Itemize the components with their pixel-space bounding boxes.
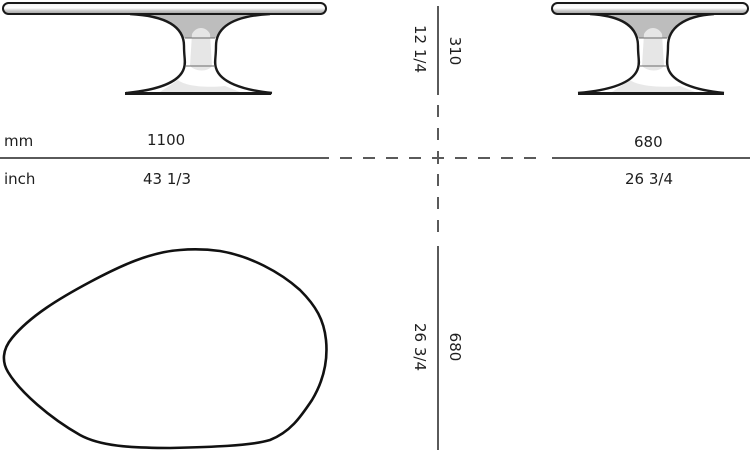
front-length-mm: 1100	[147, 131, 186, 149]
front-pedestal-left-curve	[125, 12, 187, 95]
front-length-inch: 43 1/3	[143, 170, 191, 188]
side-pedestal-left-curve	[577, 12, 641, 95]
side-tabletop	[551, 2, 749, 15]
height-inch: 12 1/4	[411, 25, 429, 73]
unit-label-inch: inch	[4, 170, 36, 188]
top-depth-inch: 26 3/4	[411, 323, 429, 371]
side-elevation-view	[551, 2, 749, 95]
side-depth-mm: 680	[634, 133, 663, 151]
front-tabletop	[2, 2, 327, 15]
top-depth-mm: 680	[446, 332, 464, 362]
front-elevation-view	[2, 2, 327, 95]
top-plan-outline	[2, 248, 328, 450]
side-depth-inch: 26 3/4	[625, 170, 673, 188]
front-pedestal-highlight	[190, 28, 212, 71]
front-pedestal-right-curve	[213, 12, 273, 95]
unit-label-mm: mm	[4, 132, 34, 150]
side-pedestal-highlight	[642, 28, 664, 71]
height-mm: 310	[446, 36, 464, 66]
side-pedestal-right-curve	[665, 12, 725, 95]
dimension-lines	[0, 6, 750, 450]
